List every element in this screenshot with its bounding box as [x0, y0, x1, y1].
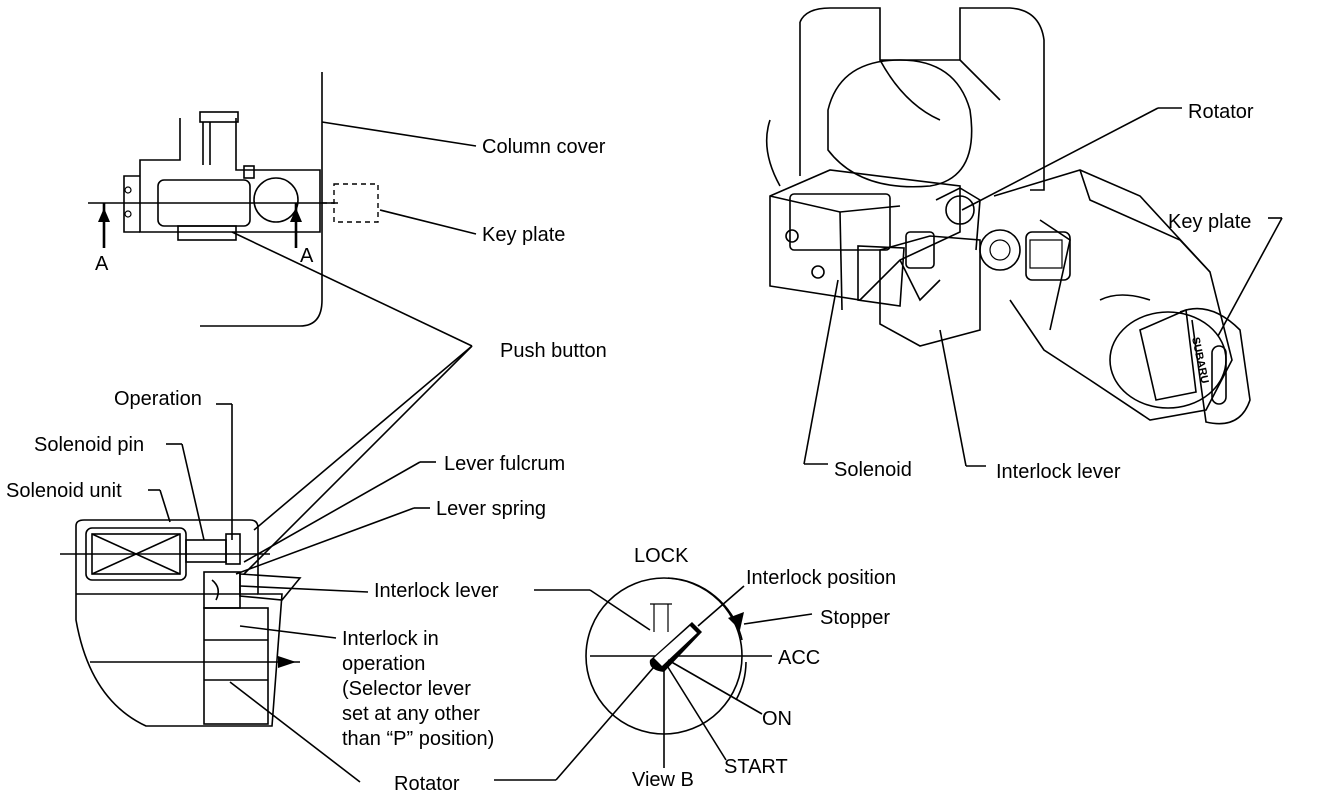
- view-b-diagram: [585, 577, 813, 768]
- interlock-lever-label-left: Interlock lever: [374, 580, 499, 602]
- operation-label: Operation: [114, 388, 202, 410]
- section-a-right-label: A: [300, 245, 314, 267]
- interlock-note-line: set at any other: [342, 703, 480, 725]
- key-plate-label-top: Key plate: [482, 224, 565, 246]
- stopper-label: Stopper: [820, 607, 890, 629]
- lever-spring-label: Lever spring: [436, 498, 546, 520]
- acc-label: ACC: [778, 647, 820, 669]
- isometric-assembly: SUBARU: [765, 7, 1251, 425]
- interlock-note-line: operation: [342, 653, 425, 675]
- interlock-note-line: Interlock in: [342, 628, 439, 650]
- rotator-label-top: Rotator: [1188, 101, 1254, 123]
- solenoid-pin-label: Solenoid pin: [34, 434, 144, 456]
- lever-fulcrum-label: Lever fulcrum: [444, 453, 565, 475]
- interlock-lever-label-right: Interlock lever: [996, 461, 1121, 483]
- solenoid-label-right: Solenoid: [834, 459, 912, 481]
- push-button-label: Push button: [500, 340, 607, 362]
- column-cover-label: Column cover: [482, 136, 606, 158]
- top-section-view: [88, 72, 473, 347]
- solenoid-detail-view: [60, 519, 302, 727]
- interlock-note-line: (Selector lever: [342, 678, 471, 700]
- solenoid-unit-label: Solenoid unit: [6, 480, 122, 502]
- on-label: ON: [762, 708, 792, 730]
- interlock-note-line: than “P” position): [342, 728, 494, 750]
- start-label: START: [724, 756, 788, 778]
- interlock-in-operation-note: Interlock in operation (Selector lever s…: [342, 628, 494, 750]
- view-b-label: View B: [632, 769, 694, 791]
- interlock-position-label: Interlock position: [746, 567, 896, 589]
- key-plate-label-right: Key plate: [1168, 211, 1251, 233]
- section-a-left-label: A: [95, 253, 109, 275]
- rotator-label-bottom: Rotator: [394, 773, 460, 795]
- lock-label: LOCK: [634, 545, 689, 567]
